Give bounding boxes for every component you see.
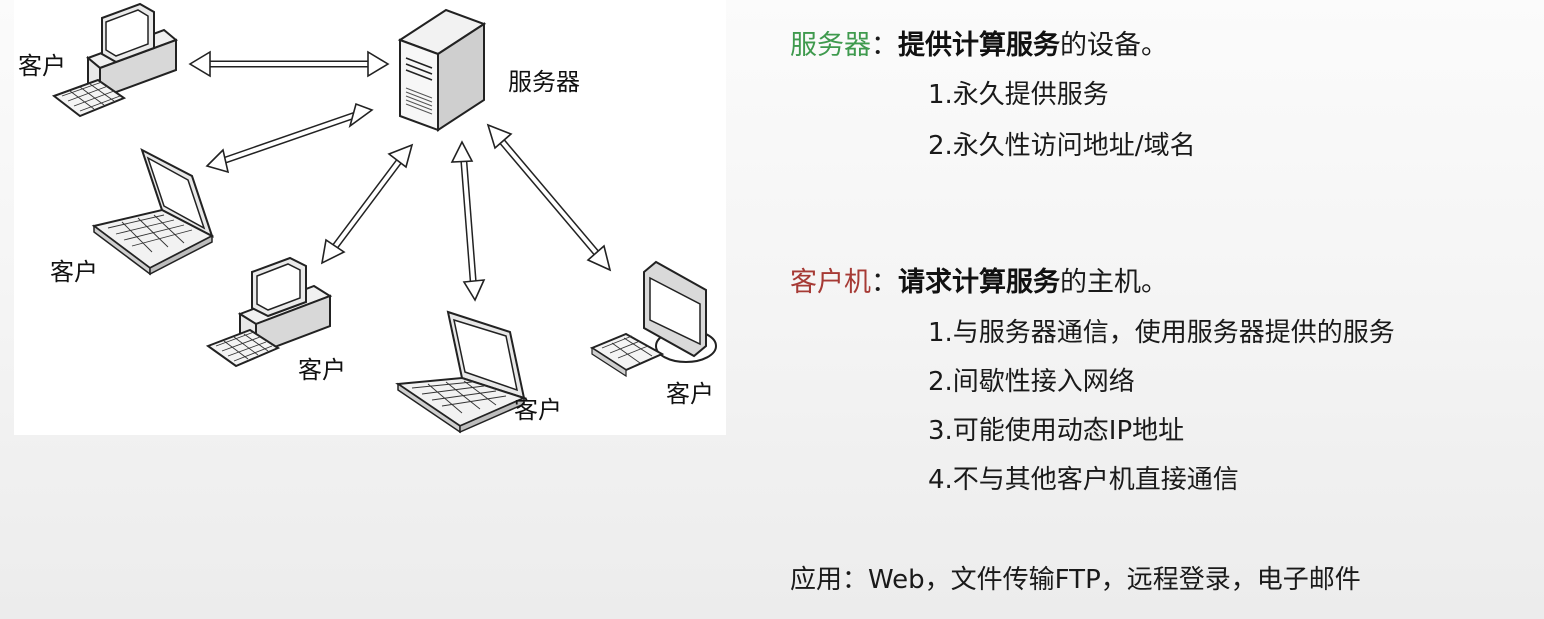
client-item-4: 4.不与其他客户机直接通信 [928, 465, 1239, 495]
client-label-laptop-left: 客户 [50, 258, 98, 286]
desktop-computer-icon [51, 2, 178, 118]
server-term: 服务器 [790, 30, 871, 61]
desktop-computer-icon [205, 256, 333, 368]
server-bold-phrase: 提供计算服务 [898, 30, 1060, 61]
server-definition: 服务器：提供计算服务的设备。 [790, 28, 1168, 64]
arrow-desktop2-server [320, 143, 414, 265]
client-item-3: 3.可能使用动态IP地址 [928, 416, 1185, 446]
client-rest: 的主机。 [1060, 267, 1168, 298]
flat-monitor-icon [589, 260, 717, 378]
client-term: 客户机 [790, 267, 871, 298]
arrow-laptop2-server [450, 140, 486, 302]
client-label-laptop-bottom: 客户 [514, 396, 562, 424]
laptop-computer-icon [91, 147, 215, 276]
client-definition: 客户机：请求计算服务的主机。 [790, 265, 1168, 301]
client-item-1: 1.与服务器通信，使用服务器提供的服务 [928, 318, 1395, 348]
client-label-desktop-bottom: 客户 [298, 356, 346, 384]
server-item-1: 1.永久提供服务 [928, 80, 1109, 110]
arrow-monitor-server [486, 123, 612, 272]
client-server-diagram: 服务器 客户 [14, 0, 726, 435]
arrow-laptop1-server [205, 102, 374, 174]
diagram-canvas: 服务器 客户 [18, 2, 717, 434]
server-label: 服务器 [508, 68, 580, 96]
client-item-2: 2.间歇性接入网络 [928, 367, 1135, 397]
server-rest: 的设备。 [1060, 30, 1168, 61]
server-colon: ： [871, 30, 898, 61]
server-icon [397, 8, 487, 132]
applications-line: 应用：Web，文件传输FTP，远程登录，电子邮件 [790, 565, 1361, 595]
laptop-computer-icon [395, 310, 527, 434]
arrow-desktop1-server [188, 50, 390, 78]
client-bold-phrase: 请求计算服务 [898, 267, 1060, 298]
client-label-desktop-top: 客户 [18, 52, 66, 80]
client-label-monitor: 客户 [666, 380, 714, 408]
client-colon: ： [871, 267, 898, 298]
definitions-panel: 服务器：提供计算服务的设备。 1.永久提供服务 2.永久性访问地址/域名 客户机… [790, 0, 1530, 619]
server-item-2: 2.永久性访问地址/域名 [928, 131, 1196, 161]
